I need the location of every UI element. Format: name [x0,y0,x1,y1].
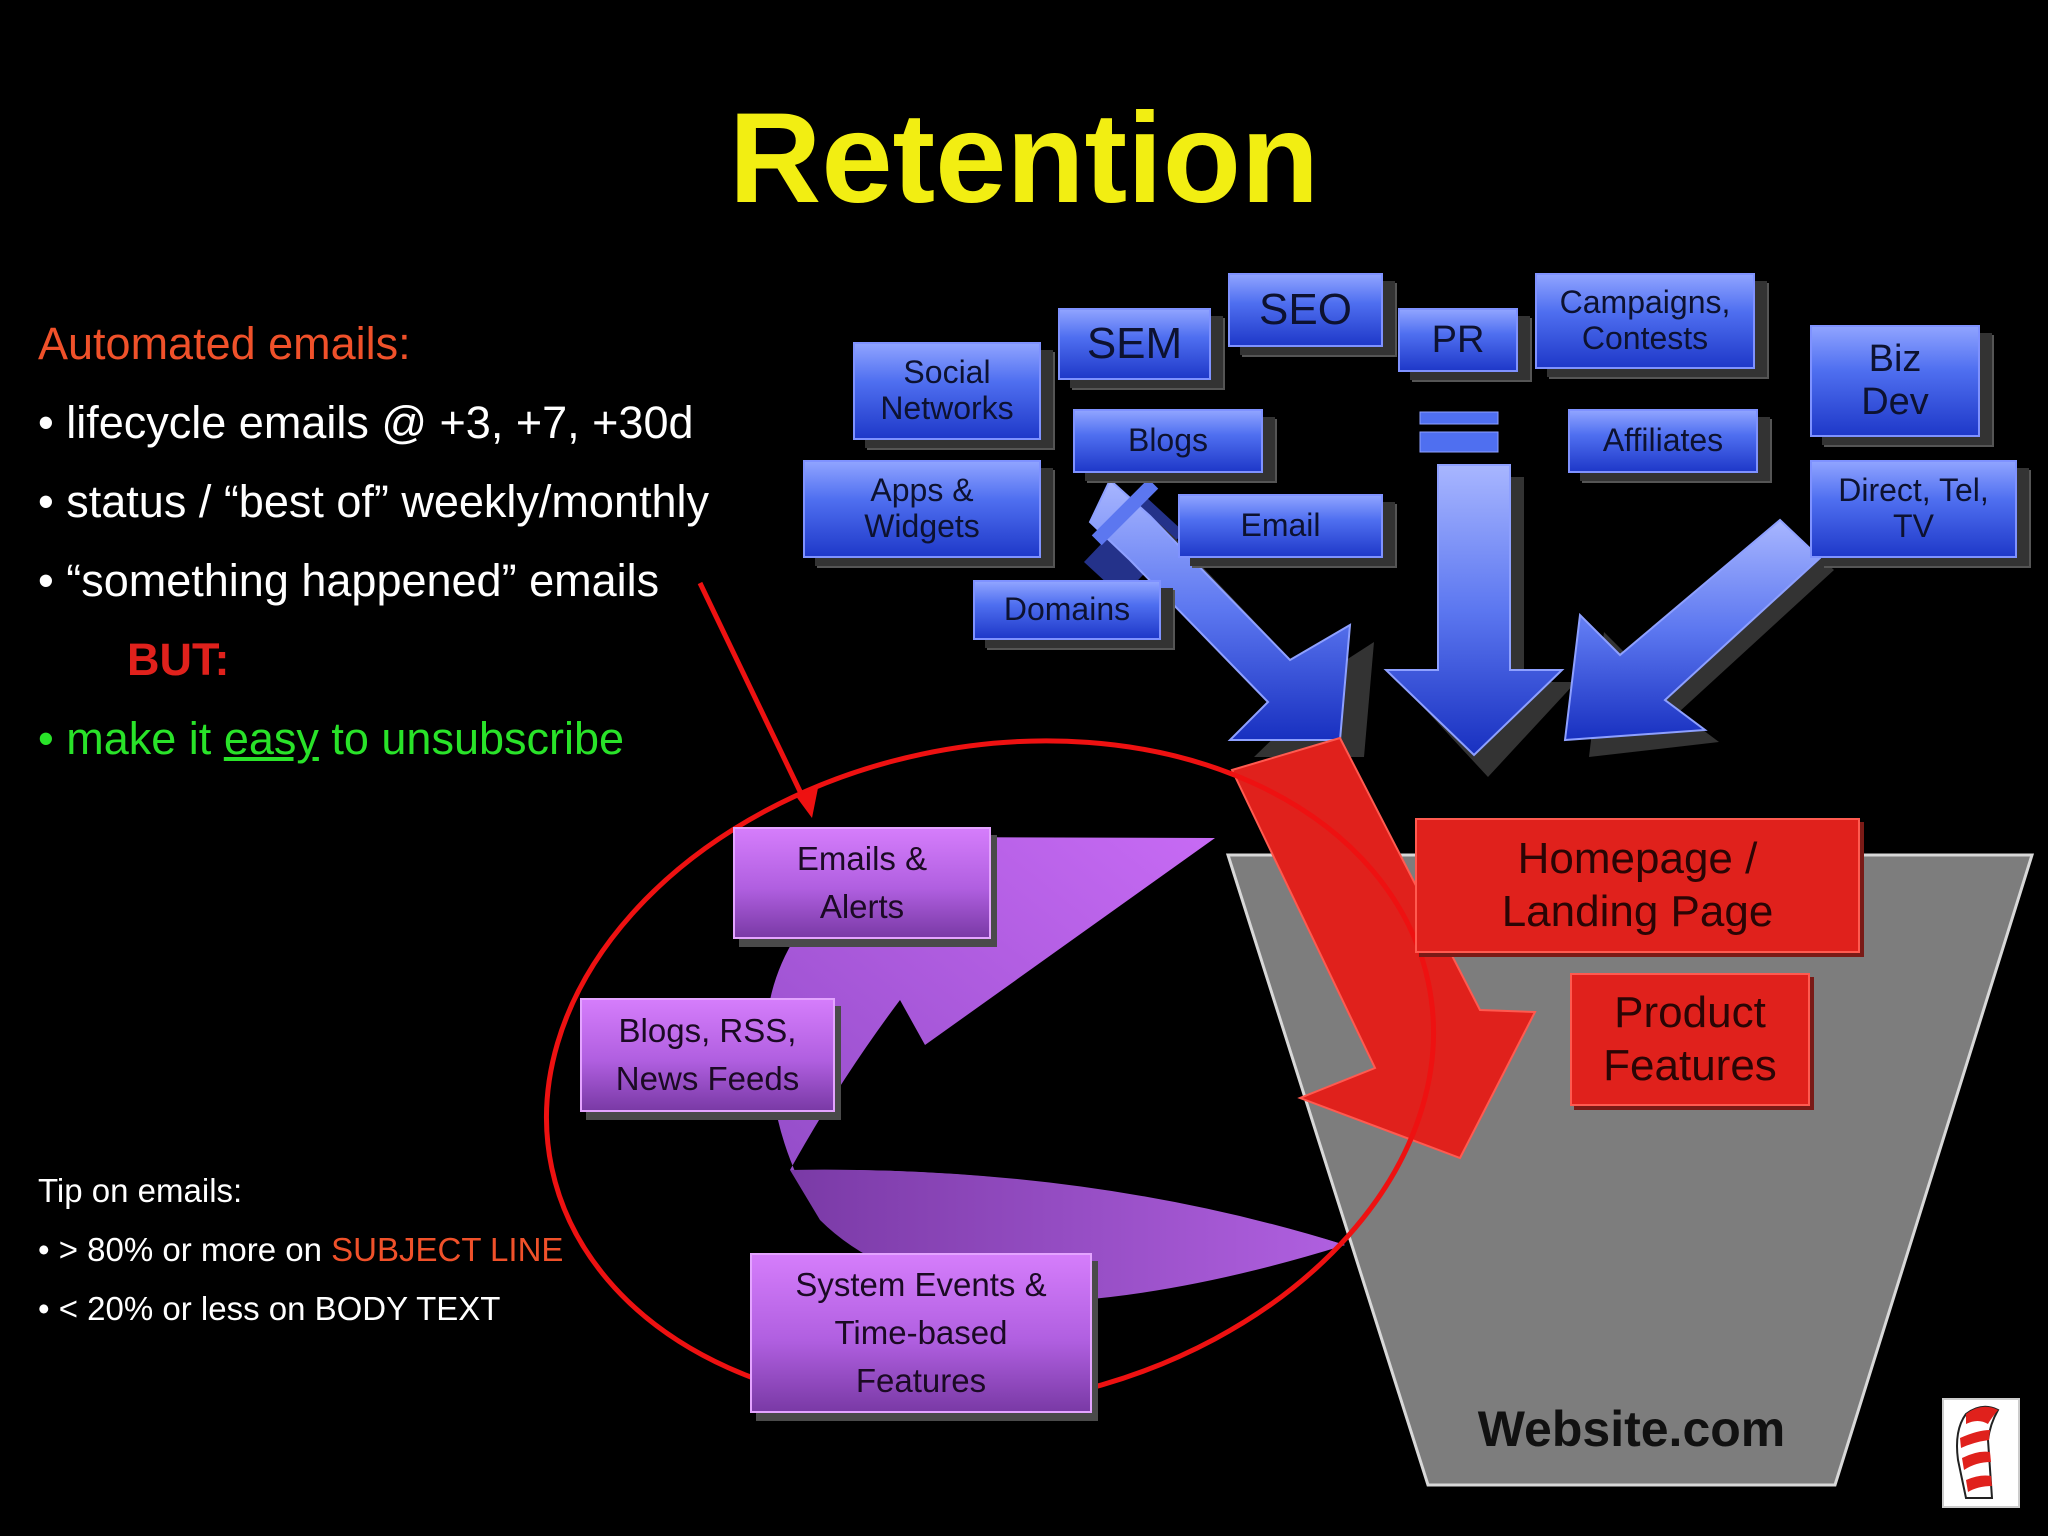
channel-sem: SEM [1058,308,1211,380]
retention-system-events: System Events & Time-based Features [750,1253,1092,1413]
unsubscribe-prefix: • make it [38,713,224,764]
arrow-center-down [1383,411,1576,777]
tip-subject-highlight: SUBJECT LINE [331,1231,564,1268]
product-features: Product Features [1570,973,1810,1106]
bullet-status-emails: • status / “best of” weekly/monthly [38,476,710,527]
tip-subject-prefix: • > 80% or more on [38,1231,332,1268]
channel-affiliates: Affiliates [1568,409,1758,473]
channel-domains: Domains [973,580,1161,640]
website-name: Website.com [1477,1401,1786,1457]
tip-subject-line: • > 80% or more on SUBJECT LINE [38,1231,563,1269]
channel-direct-tel-tv: Direct, Tel, TV [1810,460,2017,558]
tip-body-text: • < 20% or less on BODY TEXT [38,1290,501,1327]
channel-pr: PR [1398,308,1518,372]
unsubscribe-emphasis: easy [223,713,319,764]
channel-email: Email [1178,494,1383,558]
channel-seo: SEO [1228,273,1383,347]
automated-emails-heading: Automated emails: [38,318,411,369]
unsubscribe-suffix: to unsubscribe [318,713,625,764]
retention-blogs-rss-feeds: Blogs, RSS, News Feeds [580,998,835,1112]
channel-social-networks: Social Networks [853,342,1041,440]
bullet-unsubscribe: • make it easy to unsubscribe [38,713,624,765]
channel-apps-widgets: Apps & Widgets [803,460,1041,558]
retention-emails-alerts: Emails & Alerts [733,827,991,939]
arrow-right-diagonal [1563,518,1834,757]
slide-title: Retention [728,87,1320,230]
arrow-left-diagonal [1084,478,1374,757]
but-label: BUT: [127,634,230,685]
hat-icon [1956,1405,2000,1499]
channel-biz-dev: Biz Dev [1810,325,1980,437]
channel-campaigns-contests: Campaigns, Contests [1535,273,1755,369]
hat-logo [1942,1398,2020,1508]
tip-heading: Tip on emails: [38,1172,243,1209]
pointer-arrow [697,581,818,818]
channel-blogs: Blogs [1073,409,1263,473]
traffic-to-homepage-arrow [1230,736,1537,1160]
bullet-something-happened: • “something happened” emails [38,555,660,606]
homepage-landing-page: Homepage / Landing Page [1415,818,1860,953]
bullet-lifecycle-emails: • lifecycle emails @ +3, +7, +30d [38,397,694,448]
